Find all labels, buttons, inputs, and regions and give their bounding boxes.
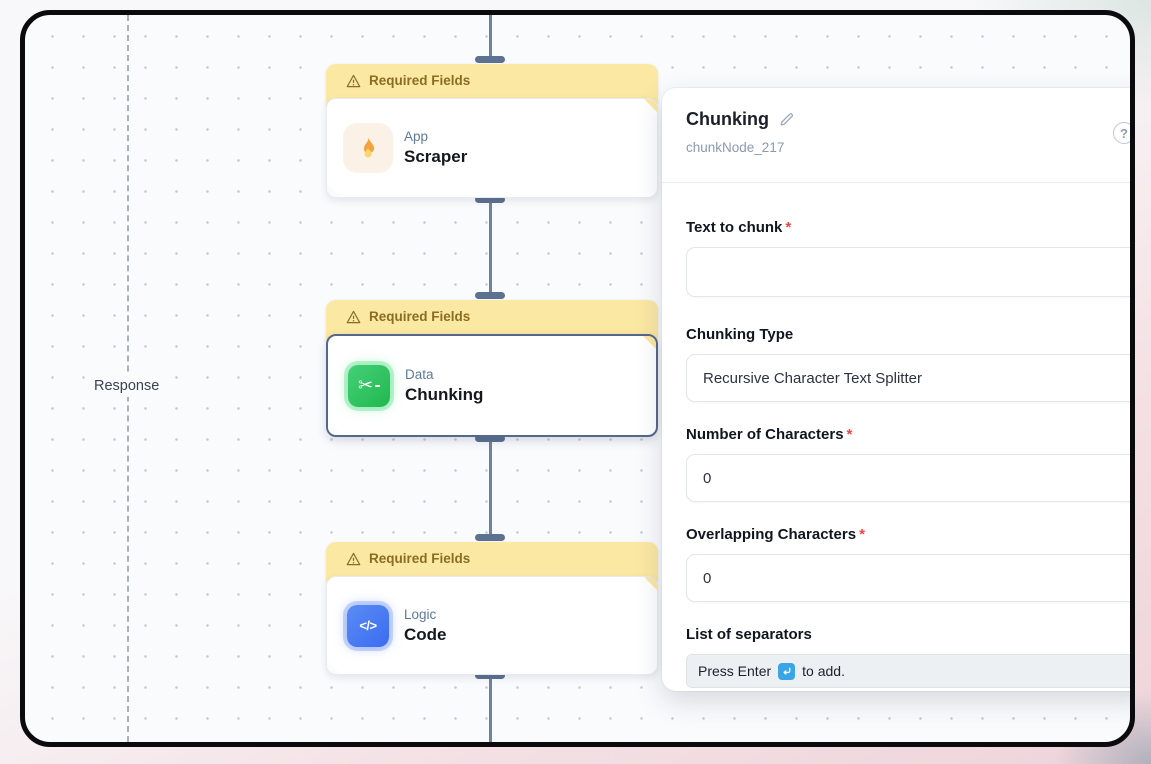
edge-top	[489, 15, 492, 59]
separators-tag-input[interactable]: Press Enter to add.	[686, 654, 1130, 688]
warning-icon	[346, 552, 361, 566]
help-icon[interactable]: ?	[1113, 122, 1130, 144]
node-title: Chunking	[405, 384, 484, 404]
node-card-scraper[interactable]: App Scraper	[326, 98, 658, 198]
node-chunking: Required Fields ✂ Data Chunking	[326, 300, 658, 437]
edge-chunking-code	[489, 442, 492, 537]
workflow-canvas[interactable]: Response Required Fields	[25, 15, 1130, 742]
required-asterisk: *	[859, 526, 865, 543]
edge-scraper-chunking	[489, 203, 492, 295]
field-label-chunking-type: Chunking Type	[686, 326, 794, 343]
banner-label: Required Fields	[369, 73, 471, 88]
chunking-type-select[interactable]: Recursive Character Text Splitter	[686, 354, 1130, 402]
code-glyph: </>	[359, 618, 377, 633]
required-asterisk: *	[846, 426, 853, 443]
flame-icon	[347, 127, 389, 169]
corner-bevel	[327, 183, 341, 197]
node-title: Code	[404, 624, 447, 644]
node-code: Required Fields </> Logic Code	[326, 542, 658, 675]
scissors-icon: ✂	[348, 364, 390, 407]
node-category: Logic	[404, 606, 437, 622]
input-handle-scraper[interactable]	[475, 56, 505, 63]
corner-bevel	[643, 99, 657, 113]
corner-bevel	[328, 421, 342, 435]
chunking-type-value: Recursive Character Text Splitter	[703, 369, 922, 387]
field-label-overlapping-characters: Overlapping Characters*	[686, 526, 865, 543]
node-card-code[interactable]: </> Logic Code	[326, 576, 658, 675]
field-label-number-of-characters: Number of Characters*	[686, 426, 853, 443]
corner-bevel	[643, 577, 657, 591]
input-handle-chunking[interactable]	[475, 292, 505, 299]
node-id: chunkNode_217	[686, 140, 785, 155]
node-category: Data	[405, 366, 434, 382]
edge-bottom	[489, 679, 492, 742]
text-to-chunk-input[interactable]	[686, 247, 1130, 297]
enter-key-icon	[778, 662, 796, 680]
node-card-chunking[interactable]: ✂ Data Chunking	[326, 334, 658, 437]
app-frame: Response Required Fields	[20, 10, 1135, 747]
corner-bevel	[327, 660, 341, 674]
response-edge-label: Response	[87, 375, 167, 397]
field-label-text-to-chunk: Text to chunk*	[686, 219, 792, 236]
corner-bevel	[642, 336, 656, 350]
code-icon: </>	[347, 604, 389, 647]
overlapping-characters-input[interactable]	[686, 554, 1130, 602]
cut-dash	[375, 384, 381, 387]
required-asterisk: *	[785, 219, 792, 236]
node-category: App	[404, 129, 429, 144]
warning-icon	[346, 74, 361, 88]
hint-suffix: to add.	[802, 663, 845, 679]
panel-title: Chunking	[686, 108, 769, 129]
output-handle-code[interactable]	[475, 672, 505, 679]
warning-icon	[346, 310, 361, 324]
banner-label: Required Fields	[369, 309, 471, 324]
node-config-panel: Chunking chunkNode_217 ? Text to chunk* …	[662, 88, 1130, 691]
banner-label: Required Fields	[369, 551, 471, 566]
number-of-characters-input[interactable]	[686, 454, 1130, 502]
panel-divider	[662, 182, 1130, 183]
scissors-glyph: ✂	[357, 375, 374, 395]
input-handle-code[interactable]	[475, 534, 505, 541]
output-handle-chunking[interactable]	[475, 435, 505, 442]
field-label-list-of-separators: List of separators	[686, 626, 812, 643]
node-title: Scraper	[404, 147, 468, 166]
hint-prefix: Press Enter	[698, 663, 772, 679]
node-scraper: Required Fields App Scraper	[326, 64, 658, 198]
edit-pencil-icon[interactable]	[778, 111, 795, 128]
output-handle-scraper[interactable]	[475, 196, 505, 203]
